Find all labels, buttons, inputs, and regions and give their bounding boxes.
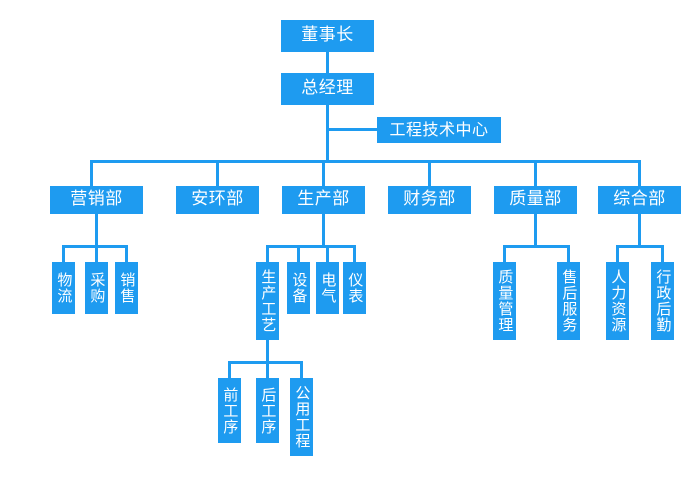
node-department-production[interactable]: 生产部 <box>282 186 365 214</box>
connector-drop-after-sales <box>567 245 570 262</box>
connector-drop-logistics <box>62 245 65 262</box>
connector-general-stem <box>638 214 641 245</box>
node-department-safety[interactable]: 安环部 <box>176 186 259 214</box>
node-department-finance[interactable]: 财务部 <box>388 186 471 214</box>
distributor-bar-departments <box>90 160 641 163</box>
node-front-process[interactable]: 前工序 <box>218 378 241 443</box>
node-sales[interactable]: 销售 <box>115 262 138 314</box>
connector-drop-instrument <box>353 245 356 262</box>
connector-gm-trunk <box>326 105 329 163</box>
connector-drop-quality-management <box>503 245 506 262</box>
node-instrument[interactable]: 仪表 <box>343 262 366 314</box>
connector-drop-utility <box>300 361 303 378</box>
node-department-general[interactable]: 综合部 <box>598 186 681 214</box>
connector-chairman-to-gm <box>326 52 329 73</box>
connector-drop-marketing <box>90 160 93 186</box>
node-logistics[interactable]: 物流 <box>52 262 75 314</box>
node-production-process[interactable]: 生产工艺 <box>256 262 279 340</box>
connector-drop-process <box>266 245 269 262</box>
connector-production-stem <box>322 214 325 245</box>
node-quality-management[interactable]: 质量管理 <box>493 262 516 340</box>
connector-drop-procurement <box>95 245 98 262</box>
connector-drop-front-process <box>228 361 231 378</box>
connector-drop-equipment <box>297 245 300 262</box>
connector-marketing-stem <box>95 214 98 245</box>
connector-drop-finance <box>428 160 431 186</box>
node-after-sales-service[interactable]: 售后服务 <box>557 262 580 340</box>
distributor-bar-process <box>228 361 303 364</box>
distributor-bar-quality <box>503 245 570 248</box>
connector-drop-sales <box>125 245 128 262</box>
node-equipment[interactable]: 设备 <box>287 262 310 314</box>
node-engineering-center[interactable]: 工程技术中心 <box>377 117 501 143</box>
node-administration-logistics[interactable]: 行政后勤 <box>651 262 674 340</box>
node-general-manager[interactable]: 总经理 <box>281 73 374 105</box>
connector-drop-quality <box>534 160 537 186</box>
node-electrical[interactable]: 电气 <box>316 262 339 314</box>
node-utility-engineering[interactable]: 公用工程 <box>290 378 313 456</box>
connector-drop-production <box>322 160 325 186</box>
connector-process-stem <box>266 340 269 361</box>
node-procurement[interactable]: 采购 <box>85 262 108 314</box>
node-chairman[interactable]: 董事长 <box>281 20 374 52</box>
connector-drop-back-process <box>266 361 269 378</box>
connector-drop-human-resources <box>616 245 619 262</box>
connector-drop-safety <box>216 160 219 186</box>
connector-drop-administration <box>661 245 664 262</box>
distributor-bar-general <box>616 245 664 248</box>
node-department-quality[interactable]: 质量部 <box>494 186 577 214</box>
connector-drop-general <box>638 160 641 186</box>
node-department-marketing[interactable]: 营销部 <box>50 186 143 214</box>
connector-gm-to-engineering-center <box>329 128 378 131</box>
node-back-process[interactable]: 后工序 <box>256 378 279 443</box>
connector-quality-stem <box>534 214 537 245</box>
distributor-bar-production <box>266 245 356 248</box>
connector-drop-electrical <box>326 245 329 262</box>
node-human-resources[interactable]: 人力资源 <box>606 262 629 340</box>
